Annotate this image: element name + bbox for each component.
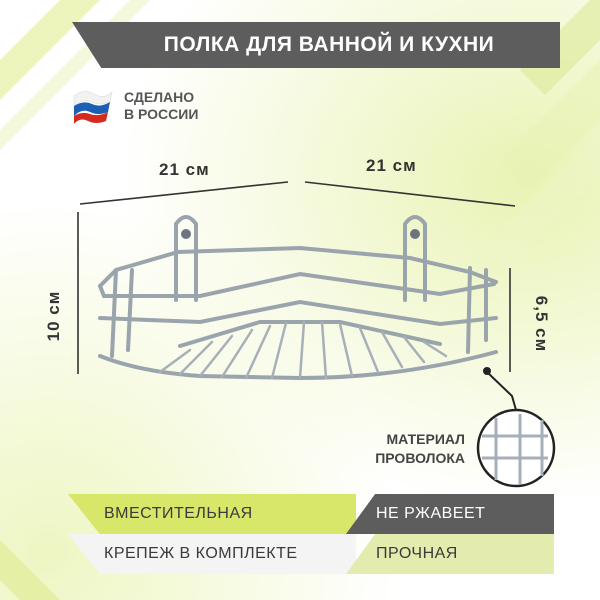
feature-badge-durable: ПРОЧНАЯ	[346, 534, 554, 574]
feature-label: КРЕПЕЖ В КОМПЛЕКТЕ	[104, 545, 298, 562]
material-label: МАТЕРИАЛ ПРОВОЛОКА	[368, 430, 465, 468]
dimension-width-right: 21 см	[366, 156, 417, 175]
material-line2: ПРОВОЛОКА	[375, 450, 465, 466]
dimension-width-left: 21 см	[159, 160, 210, 179]
feature-badge-capacity: ВМЕСТИТЕЛЬНАЯ	[68, 494, 356, 534]
page-title: ПОЛКА ДЛЯ ВАННОЙ И КУХНИ	[163, 33, 495, 56]
title-banner: ПОЛКА ДЛЯ ВАННОЙ И КУХНИ	[72, 22, 560, 68]
made-in-line2: В РОССИИ	[124, 106, 199, 122]
feature-label: ВМЕСТИТЕЛЬНАЯ	[104, 505, 253, 522]
made-in-russia-badge: СДЕЛАНО В РОССИИ	[70, 86, 198, 126]
feature-badge-mounting: КРЕПЕЖ В КОМПЛЕКТЕ	[68, 534, 356, 574]
feature-badge-rustproof: НЕ РЖАВЕЕТ	[346, 494, 554, 534]
russia-flag-icon	[73, 91, 113, 124]
feature-label: НЕ РЖАВЕЕТ	[376, 505, 486, 522]
made-in-line1: СДЕЛАНО	[124, 89, 195, 105]
material-line1: МАТЕРИАЛ	[386, 431, 465, 447]
feature-label: ПРОЧНАЯ	[376, 545, 458, 562]
